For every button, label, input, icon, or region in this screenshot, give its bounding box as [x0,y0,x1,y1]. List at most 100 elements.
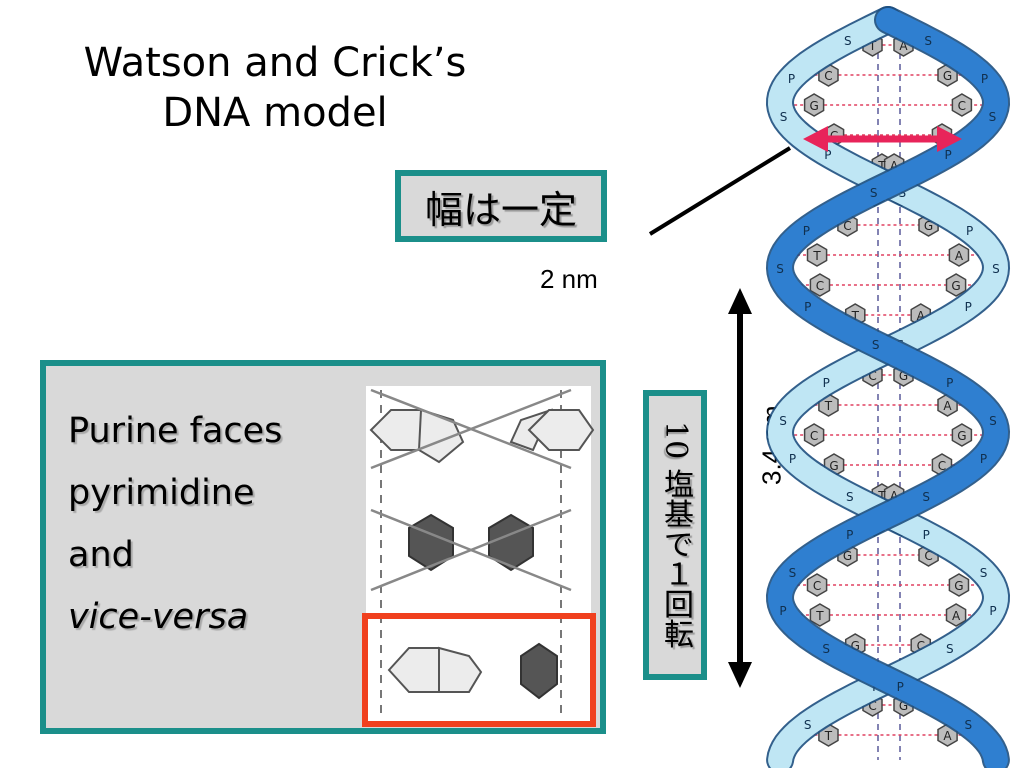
base-letter: T [877,489,886,503]
base-hexagon [948,243,970,267]
base-hexagon [948,573,970,597]
base-letter: C [816,279,824,293]
base-letter: G [924,219,933,233]
base-hexagon [945,603,967,627]
phosphate-label: P [824,148,831,162]
phosphate-label: P [804,300,811,314]
width-callout-line [648,146,792,236]
pyrimidine-pyrimidine-pair [370,508,572,592]
constant-width-label: 幅は一定 [424,187,577,232]
base-letter: G [843,549,852,563]
pitch-arrow-head-top [728,288,752,314]
title-line-2: DNA model [162,90,388,136]
phosphate-label: P [946,376,953,390]
base-letter: G [809,99,818,113]
base-letter: C [810,429,818,443]
phosphate-label: P [789,452,796,466]
base-hexagon [809,603,831,627]
base-pairing-text: Purine faces pyrimidine and vice-versa [68,400,282,648]
base-hexagon [809,273,831,297]
phosphate-label: S [989,414,997,428]
bases-per-turn-label: 10 塩基で１回転 [658,421,693,649]
light-strand [767,8,1009,768]
base-letter: T [812,249,821,263]
base-hexagon [806,573,828,597]
width-arrow-head-right [937,126,962,152]
base-letter: G [829,459,838,473]
phosphate-label: P [823,376,830,390]
purine-pentagon [438,646,483,693]
phosphate-label: S [789,566,797,580]
base-pairing-panel: Purine faces pyrimidine and vice-versa [40,360,606,734]
phosphate-label: S [776,262,784,276]
base-letter: A [955,249,964,263]
base-letter: G [957,429,966,443]
phosphate-label: P [779,604,786,618]
width-arrow [803,126,962,152]
base-letter: G [954,579,963,593]
base-letter: T [824,399,833,413]
phosphate-label: S [946,642,954,656]
pitch-arrow [728,288,752,688]
width-arrow-head-left [803,126,828,152]
phosphate-label: S [872,338,880,352]
phosphate-label: S [980,566,988,580]
phosphate-label: P [965,300,972,314]
base-letter: T [868,39,877,53]
base-letter: T [851,309,860,323]
phosphate-label: P [923,528,930,542]
cross-line-2 [370,388,572,470]
base-letter: C [868,369,876,383]
bases-per-turn-box: 10 塩基で１回転 [643,390,707,680]
title-line-1: Watson and Crick’s [83,40,467,86]
correct-pair-highlight [362,613,596,727]
phosphate-label: P [788,72,795,86]
purine-purine-pair [369,388,595,470]
phosphate-label: P [846,528,853,542]
phosphate-label: S [780,110,788,124]
base-letter: A [917,309,926,323]
base-pairing-line-2: pyrimidine [68,473,255,513]
phosphate-label: S [804,718,812,732]
pyrimidine [520,642,558,700]
purine-right-hexagon [527,409,595,451]
base-letter: C [843,219,851,233]
base-pairing-line-3: and [68,535,134,575]
phosphate-label: P [897,680,904,694]
base-pairing-line-4: vice-versa [68,597,249,637]
base-letter: C [824,69,832,83]
width-dimension-label: 2 nm [540,264,598,294]
base-letter: C [938,459,946,473]
base-letter: G [899,369,908,383]
base-hexagon [803,423,825,447]
base-hexagon [806,243,828,267]
base-hexagon [803,93,825,117]
phosphate-label: P [981,72,988,86]
dark-strand [767,8,1009,768]
base-letter: C [958,99,966,113]
phosphate-label: S [964,718,972,732]
base-letter: G [899,699,908,713]
phosphate-label: P [944,148,951,162]
phosphate-label: S [870,186,878,200]
base-letter: G [951,279,960,293]
base-letter: T [824,729,833,743]
base-letter: T [877,159,886,173]
base-hexagon [951,93,973,117]
phosphate-label: P [989,604,996,618]
constant-width-box: 幅は一定 [395,170,607,242]
base-letter: T [815,609,824,623]
phosphate-label: P [803,224,810,238]
phosphate-label: P [966,224,973,238]
phosphate-label: S [822,642,830,656]
base-letter: C [917,639,925,653]
phosphate-label: P [980,452,987,466]
base-letter: A [899,39,908,53]
base-pair-comparison-figure [362,386,596,727]
cross-line-4 [370,508,572,592]
purine-left-pentagon [417,408,465,464]
base-letter: G [943,69,952,83]
base-letter: C [924,549,932,563]
phosphate-label: S [846,490,854,504]
